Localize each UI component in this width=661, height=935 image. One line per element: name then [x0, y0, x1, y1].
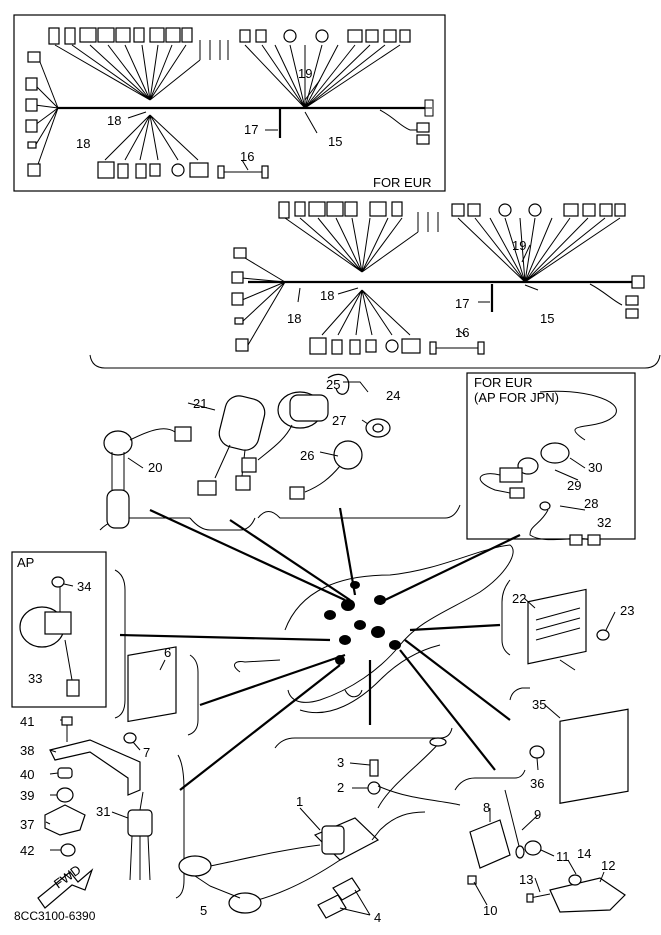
- callout-4: 4: [374, 910, 381, 925]
- harness-std-group: [89, 201, 661, 369]
- callout-19: 19: [298, 66, 312, 81]
- caption-harness-eur: FOR EUR: [373, 175, 432, 190]
- callout-16: 16: [240, 149, 254, 164]
- callout-36: 36: [530, 776, 544, 791]
- callout-28: 28: [584, 496, 598, 511]
- callout-34: 34: [77, 579, 91, 594]
- ap-box-group: [11, 551, 107, 708]
- callout-18: 18: [287, 311, 301, 326]
- callout-37: 37: [20, 817, 34, 832]
- vehicle-outline-group: [99, 504, 530, 899]
- callout-20: 20: [148, 460, 162, 475]
- callout-32: 32: [597, 515, 611, 530]
- key-switch-box-group: [466, 372, 636, 546]
- callout-5: 5: [200, 903, 207, 918]
- callout-26: 26: [300, 448, 314, 463]
- callout-25: 25: [326, 377, 340, 392]
- callout-3: 3: [337, 755, 344, 770]
- callout-23: 23: [620, 603, 634, 618]
- callout-12: 12: [601, 858, 615, 873]
- callout-18: 18: [107, 113, 121, 128]
- callout-30: 30: [588, 460, 602, 475]
- callout-11: 11: [556, 849, 570, 864]
- callout-15: 15: [328, 134, 342, 149]
- caption-ap-box: AP: [17, 555, 34, 570]
- callout-31: 31: [96, 804, 110, 819]
- callout-29: 29: [567, 478, 581, 493]
- callout-18: 18: [76, 136, 90, 151]
- callout-22: 22: [512, 591, 526, 606]
- callout-21: 21: [193, 396, 207, 411]
- callout-39: 39: [20, 788, 34, 803]
- callout-leaders: [45, 381, 616, 916]
- callout-40: 40: [20, 767, 34, 782]
- caption-key-box-2: (AP FOR JPN): [474, 390, 559, 405]
- harness-eur-frame: [13, 14, 446, 192]
- callout-1: 1: [296, 794, 303, 809]
- diagram-code: 8CC3100-6390: [14, 909, 96, 923]
- callout-27: 27: [332, 413, 346, 428]
- callout-7: 7: [143, 745, 150, 760]
- callout-24: 24: [386, 388, 400, 403]
- callout-10: 10: [483, 903, 497, 918]
- callout-14: 14: [577, 846, 591, 861]
- callout-2: 2: [337, 780, 344, 795]
- key-switch-box-frame: [466, 372, 636, 540]
- fwd-arrow: FWD: [37, 862, 94, 909]
- callout-42: 42: [20, 843, 34, 858]
- callout-41: 41: [20, 714, 34, 729]
- callout-19: 19: [512, 238, 526, 253]
- callout-35: 35: [532, 697, 546, 712]
- callout-13: 13: [519, 872, 533, 887]
- callout-38: 38: [20, 743, 34, 758]
- harness-eur-group: [13, 14, 446, 192]
- text-layer: FOR EUR FOR EUR (AP FOR JPN) AP 8CC3100-…: [14, 66, 634, 925]
- caption-key-box-1: FOR EUR: [474, 375, 533, 390]
- callout-17: 17: [455, 296, 469, 311]
- callout-15: 15: [540, 311, 554, 326]
- callout-17: 17: [244, 122, 258, 137]
- callout-16: 16: [455, 325, 469, 340]
- callout-33: 33: [28, 671, 42, 686]
- callout-8: 8: [483, 800, 490, 815]
- ap-box-frame: [11, 551, 107, 708]
- callout-9: 9: [534, 807, 541, 822]
- callout-18: 18: [320, 288, 334, 303]
- callout-6: 6: [164, 645, 171, 660]
